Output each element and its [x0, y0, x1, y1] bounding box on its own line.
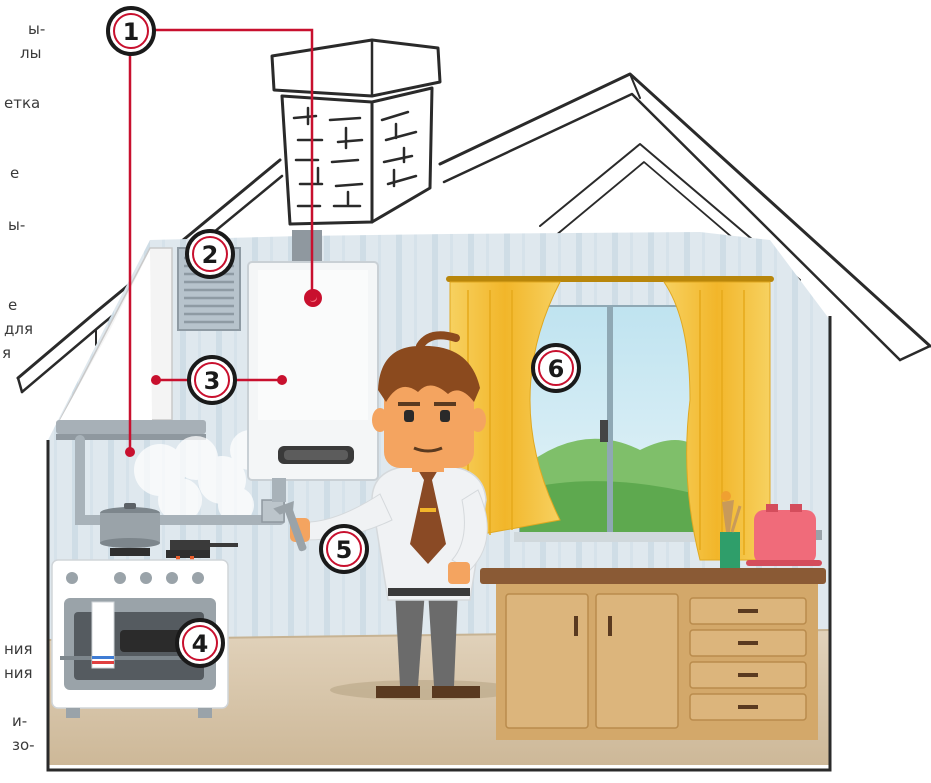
marker-3: 3	[189, 357, 235, 403]
svg-text:1: 1	[123, 18, 140, 46]
svg-text:4: 4	[192, 630, 209, 658]
kitchen-cabinet-icon	[480, 568, 826, 740]
marker-4: 4	[177, 620, 223, 666]
marker-2: 2	[187, 231, 233, 277]
svg-text:2: 2	[202, 241, 219, 269]
svg-text:5: 5	[336, 536, 353, 564]
svg-text:3: 3	[204, 367, 221, 395]
marker-1: 1	[108, 8, 154, 54]
marker-6: 6	[533, 345, 579, 391]
marker-5: 5	[321, 526, 367, 572]
toaster-icon	[746, 504, 822, 566]
svg-text:6: 6	[548, 355, 565, 383]
chimney-icon	[272, 40, 440, 224]
